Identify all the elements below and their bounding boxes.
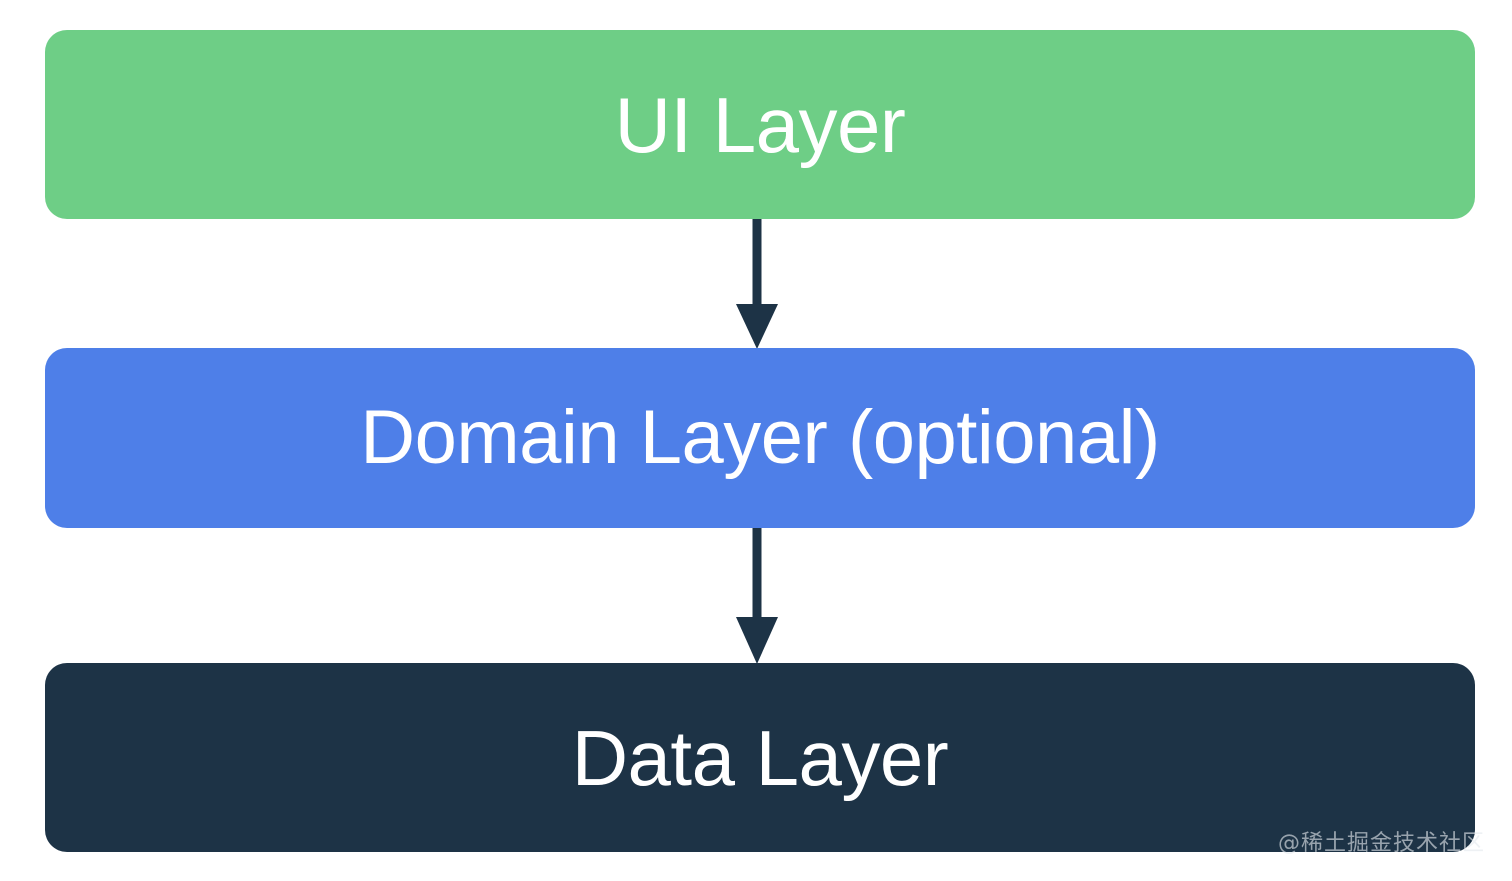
arrow-down-icon xyxy=(736,219,778,349)
arrow-down-icon xyxy=(736,528,778,664)
layer-box-ui[interactable]: UI Layer xyxy=(45,30,1475,219)
layer-box-domain[interactable]: Domain Layer (optional) xyxy=(45,348,1475,528)
layer-box-data[interactable]: Data Layer xyxy=(45,663,1475,852)
layer-label-data: Data Layer xyxy=(571,713,949,802)
arrow-ui-to-domain xyxy=(736,219,778,349)
arrow-domain-to-data xyxy=(736,528,778,664)
layer-label-ui: UI Layer xyxy=(614,80,906,169)
layer-label-domain: Domain Layer (optional) xyxy=(360,395,1160,480)
